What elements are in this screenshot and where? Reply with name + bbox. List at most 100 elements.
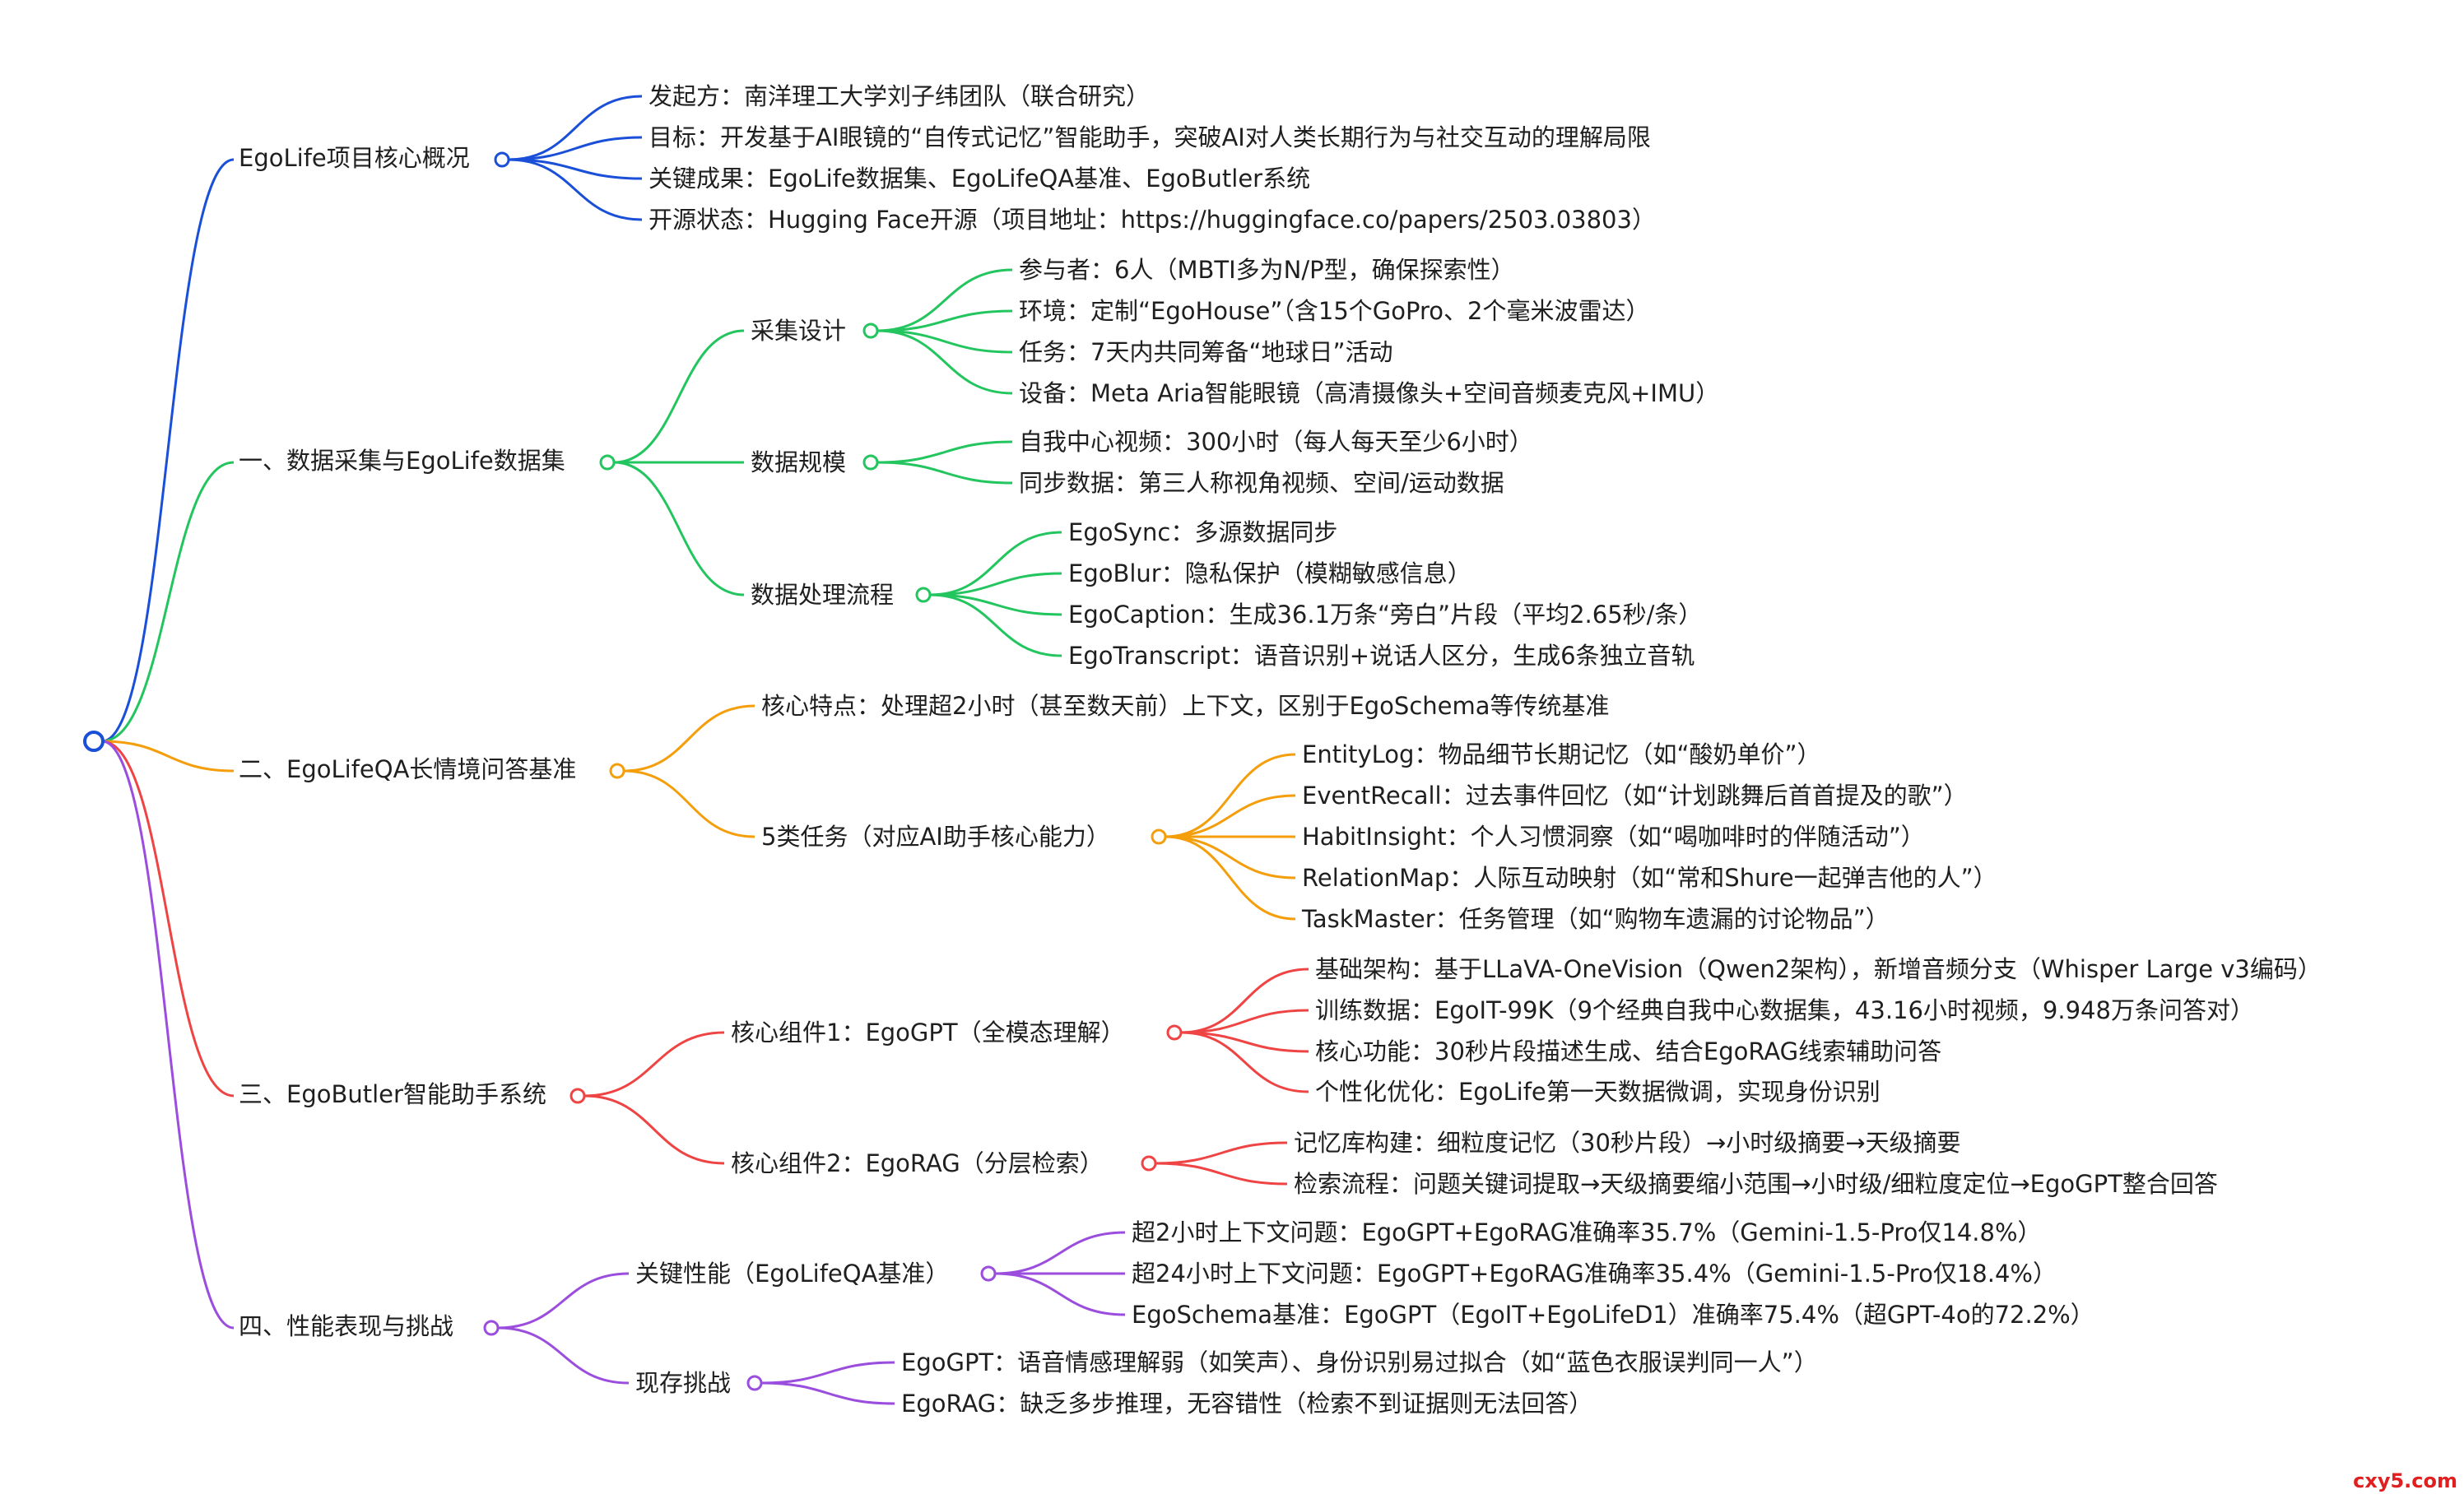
leaf-node[interactable]: 参与者：6人（MBTI多为N/P型，确保探索性） [1019,256,1515,284]
leaf-node[interactable]: EgoTranscript：语音识别+说话人区分，生成6条独立音轨 [1068,642,1695,670]
link-child-leaf [994,1272,1126,1316]
leaf-node[interactable]: 个性化优化：EgoLife第一天数据微调，实现身份识别 [1315,1078,1881,1106]
child-node[interactable]: 数据处理流程 [751,581,895,609]
link-branch-child [497,1326,630,1385]
child-node[interactable]: 核心特点：处理超2小时（甚至数天前）上下文，区别于EgoSchema等传统基准 [761,692,1610,720]
root-node[interactable] [77,725,110,758]
link-branch-child [497,1272,630,1330]
leaf-node[interactable]: EgoGPT：语音情感理解弱（如笑声）、身份识别易过拟合（如“蓝色衣服误判同一人… [901,1348,1818,1376]
link-root-branch [101,740,235,1330]
leaf-node[interactable]: 记忆库构建：细粒度记忆（30秒片段）→小时级摘要→天级摘要 [1294,1129,1961,1157]
child-dot[interactable] [1166,1024,1183,1041]
branch-2[interactable]: 二、EgoLifeQA长情境问答基准 [239,755,577,783]
link-child-leaf [1180,1031,1309,1053]
link-root-branch [101,158,235,743]
link-child-leaf [1180,968,1309,1034]
link-child-leaf [1165,835,1296,879]
leaf-node[interactable]: 基础架构：基于LLaVA-OneVision（Qwen2架构），新增音频分支（W… [1315,955,2322,983]
leaf-node[interactable]: EgoSchema基准：EgoGPT（EgoIT+EgoLifeD1）准确率75… [1132,1301,2094,1329]
child-node[interactable]: 发起方：南洋理工大学刘子纬团队（联合研究） [649,82,1151,110]
link-branch-child [613,329,745,464]
leaf-node[interactable]: 训练数据：EgoIT-99K（9个经典自我中心数据集，43.16小时视频，9.9… [1315,996,2254,1024]
leaf-node[interactable]: 自我中心视频：300小时（每人每天至少6小时） [1019,428,1533,456]
leaf-node[interactable]: 检索流程：问题关键词提取→天级摘要缩小范围→小时级/细粒度定位→EgoGPT整合… [1294,1170,2218,1198]
leaf-node[interactable]: EgoSync：多源数据同步 [1068,518,1338,546]
leaf-node[interactable]: 同步数据：第三人称视角视频、空间/运动数据 [1019,469,1504,497]
branch-1[interactable]: 一、数据采集与EgoLife数据集 [239,447,565,475]
leaf-node[interactable]: HabitInsight：个人习惯洞察（如“喝咖啡时的伴随活动”） [1302,823,1925,851]
child-node[interactable]: 关键性能（EgoLifeQA基准） [635,1260,950,1288]
branch-0[interactable]: EgoLife项目核心概况 [239,144,470,172]
link-child-leaf [929,531,1062,596]
leaf-node[interactable]: 核心功能：30秒片段描述生成、结合EgoRAG线索辅助问答 [1315,1037,1942,1065]
leaf-node[interactable]: EntityLog：物品细节长期记忆（如“酸奶单价”） [1302,740,1821,768]
branch-dot-4[interactable] [483,1320,500,1336]
leaf-node[interactable]: 超24小时上下文问题：EgoGPT+EgoRAG准确率35.4%（Gemini-… [1132,1260,2057,1288]
link-branch-child [583,1094,725,1165]
leaf-node[interactable]: RelationMap：人际互动映射（如“常和Shure一起弹吉他的人”） [1302,864,1997,892]
child-node[interactable]: 5类任务（对应AI助手核心能力） [761,823,1110,851]
child-dot[interactable] [980,1265,997,1282]
link-child-leaf [1155,1141,1288,1165]
link-child-leaf [876,268,1013,332]
leaf-node[interactable]: 任务：7天内共同筹备“地球日”活动 [1019,338,1393,366]
child-dot[interactable] [862,454,879,471]
branch-4[interactable]: 四、性能表现与挑战 [239,1312,454,1340]
link-branch-child [508,158,643,180]
leaf-node[interactable]: EgoBlur：隐私保护（模糊敏感信息） [1068,559,1471,587]
link-child-leaf [876,440,1013,464]
child-node[interactable]: 核心组件1：EgoGPT（全模态理解） [731,1019,1125,1047]
child-dot[interactable] [915,587,932,603]
branch-dot-0[interactable] [494,151,510,168]
link-child-leaf [760,1361,895,1385]
link-child-leaf [1155,1162,1288,1186]
child-dot[interactable] [1141,1155,1157,1172]
link-child-leaf [1165,835,1296,921]
link-child-leaf [760,1381,895,1405]
leaf-node[interactable]: EgoCaption：生成36.1万条“旁白”片段（平均2.65秒/条） [1068,601,1703,629]
link-child-leaf [929,593,1062,616]
link-child-leaf [1180,1031,1309,1093]
link-child-leaf [929,572,1062,596]
child-node[interactable]: 目标：开发基于AI眼镜的“自传式记忆”智能助手，突破AI对人类长期行为与社交互动… [649,123,1651,151]
child-node[interactable]: 关键成果：EgoLife数据集、EgoLifeQA基准、EgoButler系统 [649,165,1311,193]
watermark: cxy5.com [2353,1469,2457,1492]
child-node[interactable]: 核心组件2：EgoRAG（分层检索） [731,1149,1104,1177]
link-branch-child [613,461,745,596]
link-branch-child [508,95,643,161]
child-node[interactable]: 数据规模 [751,448,847,476]
link-child-leaf [1180,1009,1309,1034]
leaf-node[interactable]: 超2小时上下文问题：EgoGPT+EgoRAG准确率35.7%（Gemini-1… [1132,1218,2042,1246]
branch-dot-2[interactable] [609,763,625,779]
link-child-leaf [994,1231,1126,1275]
link-child-leaf [876,329,1013,354]
link-child-leaf [1165,753,1296,838]
child-dot[interactable] [746,1375,763,1391]
link-branch-child [583,1031,725,1098]
link-child-leaf [929,593,1062,657]
leaf-node[interactable]: TaskMaster：任务管理（如“购物车遗漏的讨论物品”） [1302,905,1890,933]
child-dot[interactable] [1151,828,1167,845]
branch-3[interactable]: 三、EgoButler智能助手系统 [239,1080,546,1108]
link-branch-child [508,136,643,161]
child-node[interactable]: 采集设计 [751,317,847,345]
leaf-node[interactable]: EgoRAG：缺乏多步推理，无容错性（检索不到证据则无法回答） [901,1390,1593,1418]
link-root-branch [101,740,235,773]
child-node[interactable]: 开源状态：Hugging Face开源（项目地址：https://hugging… [649,206,1656,234]
link-root-branch [101,740,235,1098]
link-branch-child [508,158,643,221]
link-branch-child [623,769,755,838]
leaf-node[interactable]: EventRecall：过去事件回忆（如“计划跳舞后首首提及的歌”） [1302,782,1968,810]
link-branch-child [623,704,755,773]
link-root-branch [101,461,235,743]
child-node[interactable]: 现存挑战 [635,1369,732,1397]
branch-dot-1[interactable] [599,454,616,471]
link-child-leaf [1165,794,1296,838]
link-child-leaf [876,329,1013,395]
leaf-node[interactable]: 环境：定制“EgoHouse”（含15个GoPro、2个毫米波雷达） [1019,297,1650,325]
link-child-leaf [876,309,1013,332]
child-dot[interactable] [862,323,879,339]
branch-dot-3[interactable] [570,1088,586,1104]
leaf-node[interactable]: 设备：Meta Aria智能眼镜（高清摄像头+空间音频麦克风+IMU） [1019,379,1720,407]
link-child-leaf [876,461,1013,485]
